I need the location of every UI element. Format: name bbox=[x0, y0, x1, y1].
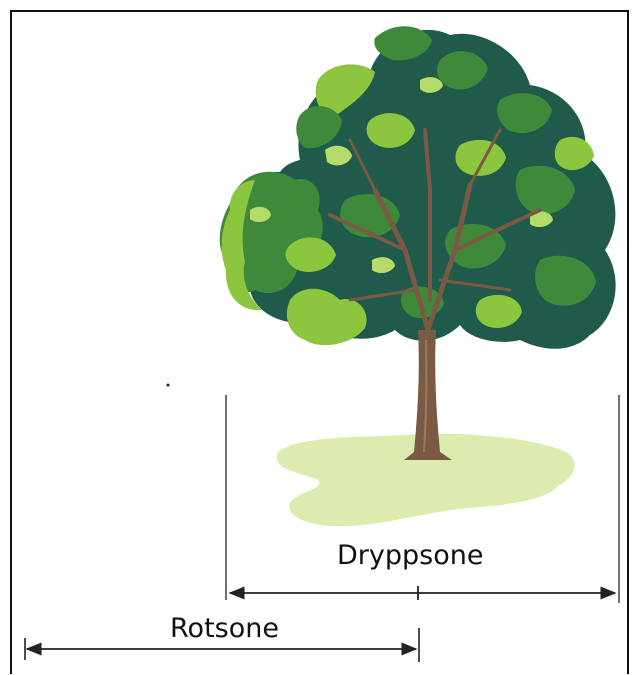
stray-dot bbox=[167, 384, 170, 387]
tree-icon bbox=[220, 26, 616, 460]
drip-zone-label: Dryppsone bbox=[337, 542, 483, 569]
root-zone-label: Rotsone bbox=[170, 615, 279, 642]
